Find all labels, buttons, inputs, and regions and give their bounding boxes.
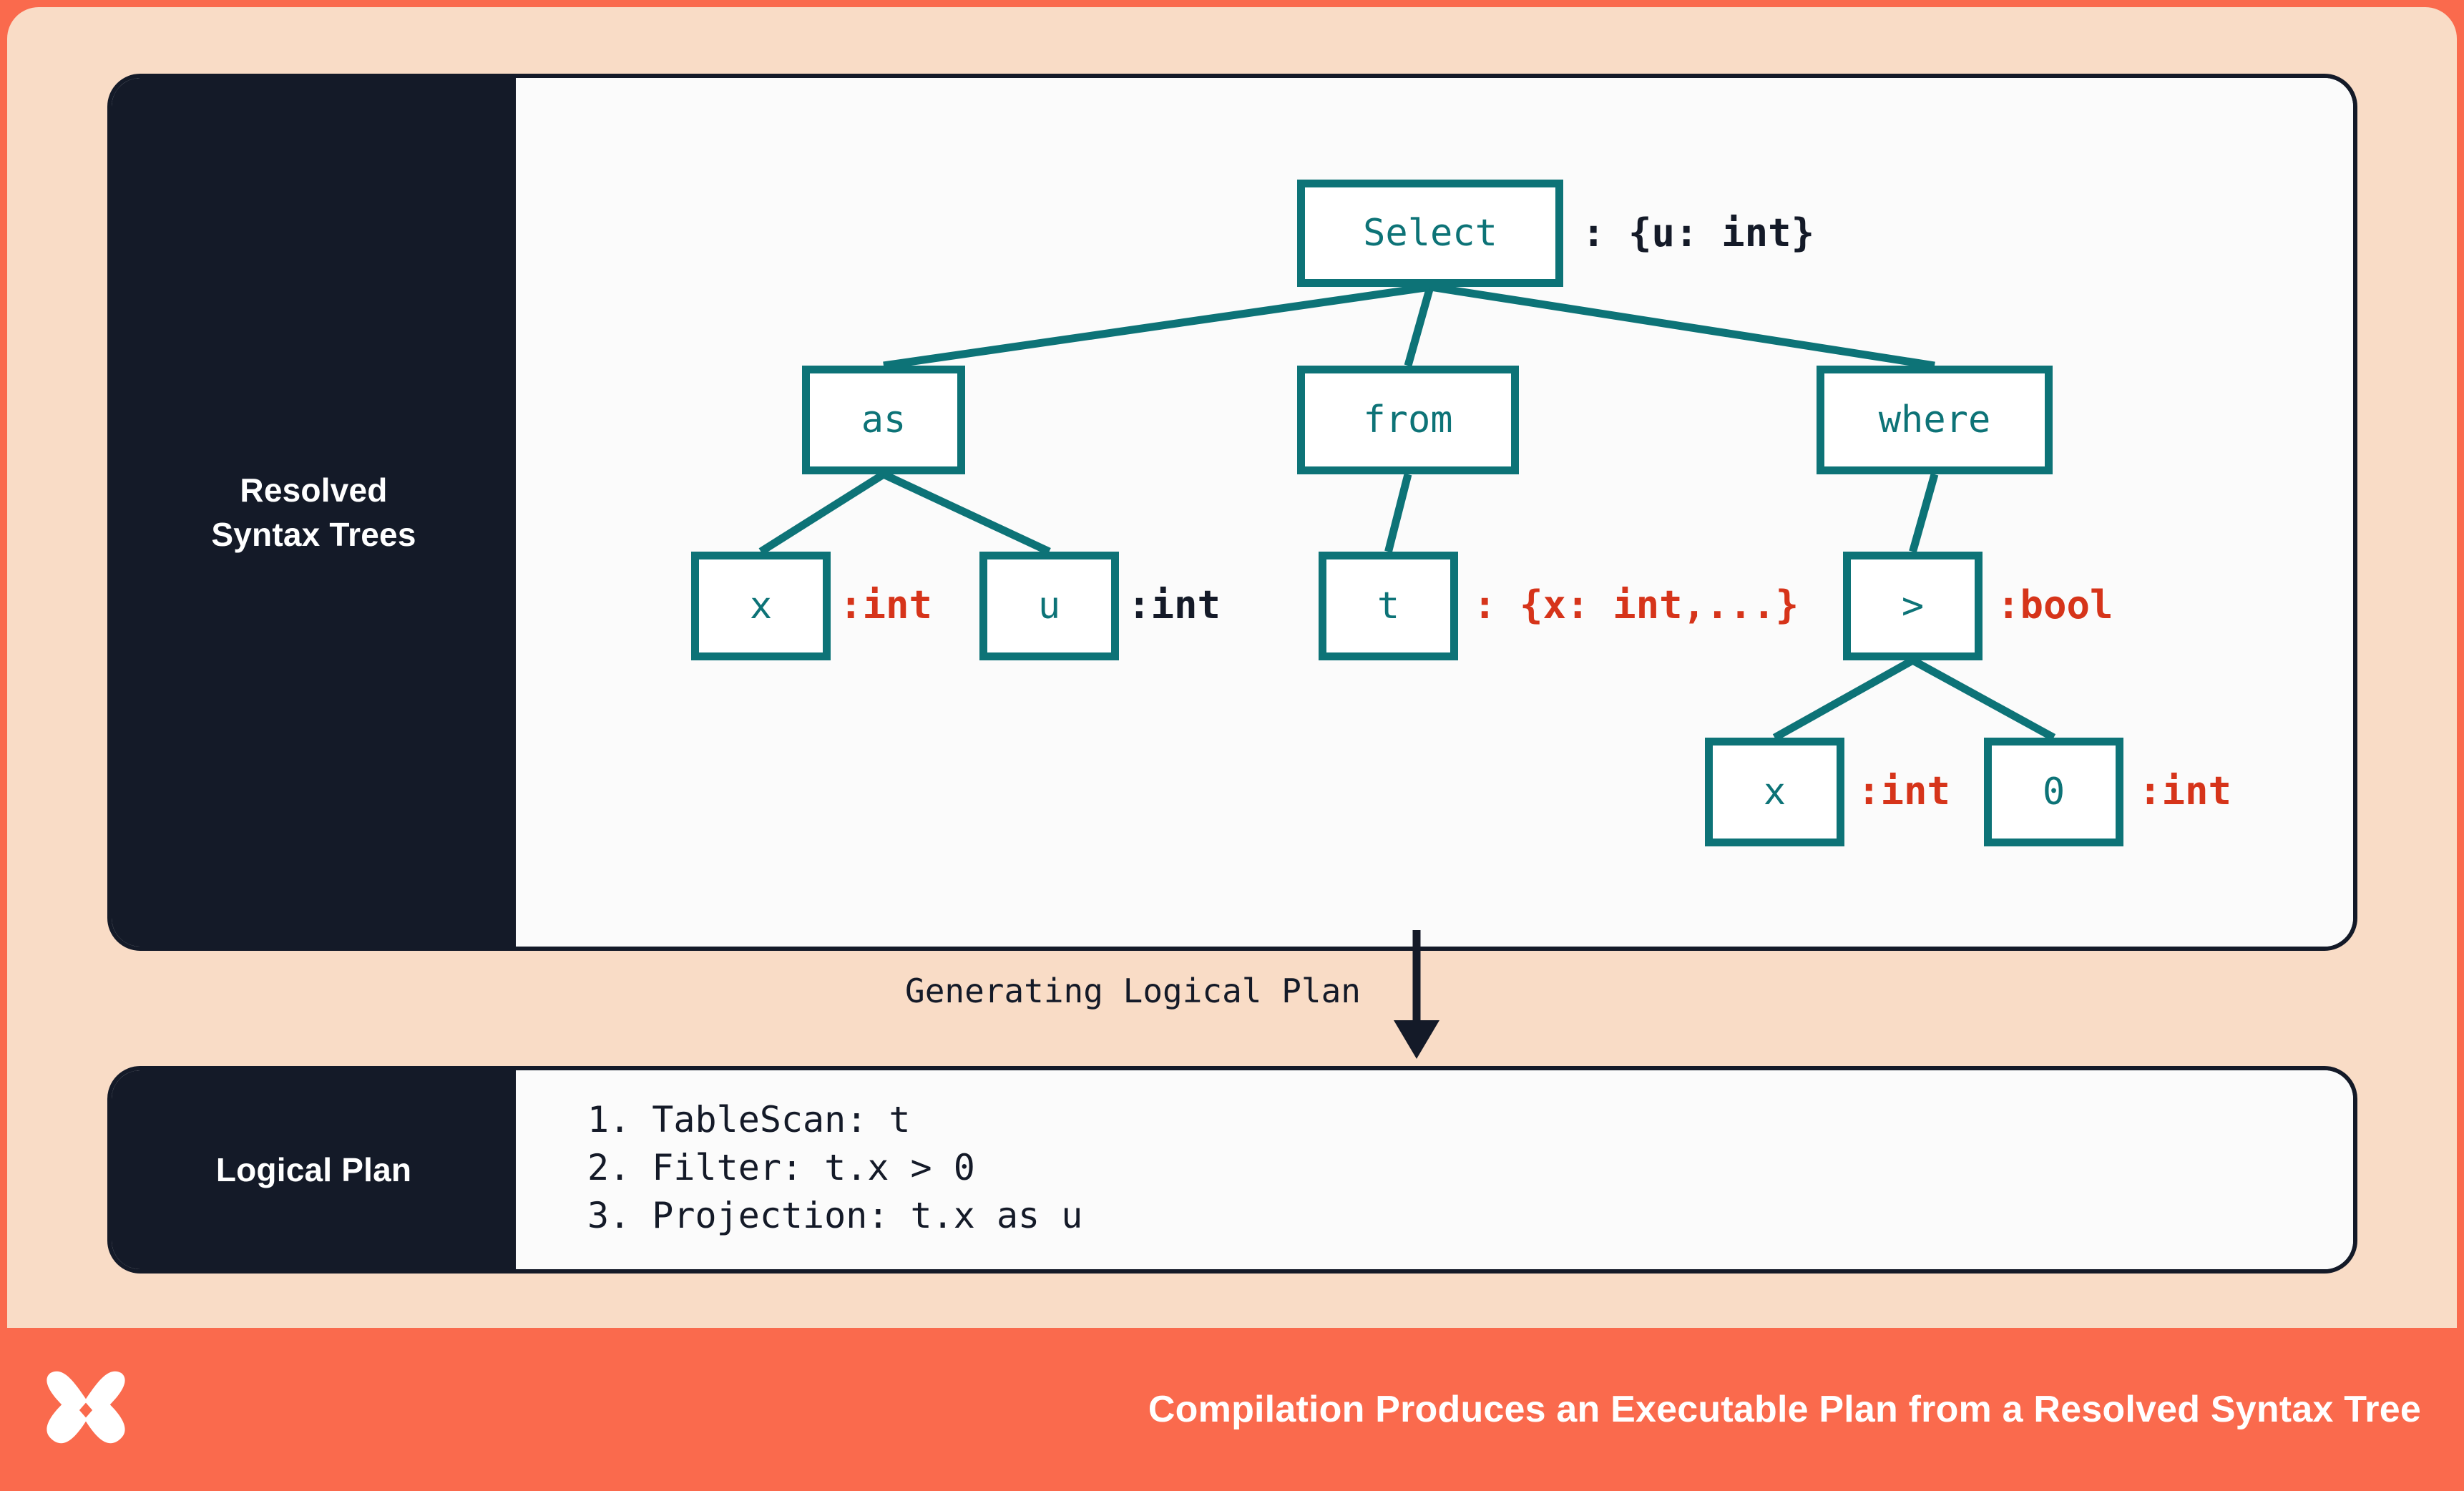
tree-edge-as-as_u [881, 471, 1051, 555]
butterfly-x-logo-icon [47, 1371, 125, 1444]
logical-plan-steps: 1. TableScan: t 2. Filter: t.x > 0 3. Proj… [516, 1070, 2353, 1240]
flow-arrow-icon [1394, 930, 1439, 1059]
tree-node-from: from [1297, 366, 1519, 474]
type-annotation-gt_0: :int [2138, 768, 2232, 813]
footer-bar: Compilation Produces an Executable Plan … [0, 1328, 2464, 1491]
tree-node-from_t: t [1319, 552, 1458, 660]
tree-edge-where-gt [1909, 473, 1939, 553]
syntax-tree: Select as from where x u t > x 0 : {u: int} :int :in… [516, 78, 2353, 947]
logical-plan-label: Logical Plan [112, 1070, 516, 1269]
flow-label: Generating Logical Plan [905, 972, 1361, 1010]
tree-node-as: as [802, 366, 965, 474]
type-annotation-as_u: :int [1128, 582, 1221, 627]
tree-edge-select-where [1429, 283, 1935, 370]
tree-edge-from-from_t [1384, 473, 1412, 553]
footer-caption: Compilation Produces an Executable Plan … [1148, 1389, 2421, 1430]
tree-edge-gt-gt_x [1772, 657, 1915, 741]
tree-edge-select-as [883, 283, 1431, 370]
logical-plan-body: 1. TableScan: t 2. Filter: t.x > 0 3. Proj… [516, 1070, 2353, 1269]
tree-edge-gt-gt_0 [1910, 657, 2056, 741]
tree-node-where: where [1817, 366, 2053, 474]
tree-node-as_u: u [979, 552, 1119, 660]
type-annotation-from_t: : {x: int,...} [1473, 582, 1799, 627]
logical-plan-step: 1. TableScan: t [587, 1099, 911, 1140]
tree-node-gt_x: x [1705, 738, 1844, 846]
tree-edges [758, 283, 2056, 741]
type-annotation-gt_x: :int [1857, 768, 1951, 813]
tree-edge-select-from [1404, 285, 1434, 367]
tree-node-select: Select [1297, 180, 1563, 287]
tree-edge-as-as_x [758, 471, 886, 555]
type-annotation-gt: :bool [1997, 582, 2113, 627]
type-annotation-as_x: :int [839, 582, 933, 627]
tree-node-as_x: x [691, 552, 831, 660]
logical-plan-step: 2. Filter: t.x > 0 [587, 1147, 975, 1188]
syntax-tree-canvas: Select as from where x u t > x 0 : {u: int} :int :in… [516, 78, 2353, 947]
type-annotation-select: : {u: int} [1582, 210, 1815, 255]
tree-node-gt_0: 0 [1984, 738, 2123, 846]
tree-node-gt: > [1843, 552, 1983, 660]
logical-plan-panel: Logical Plan 1. TableScan: t 2. Filter: t… [107, 1066, 2357, 1274]
logical-plan-step: 3. Projection: t.x as u [587, 1195, 1083, 1236]
